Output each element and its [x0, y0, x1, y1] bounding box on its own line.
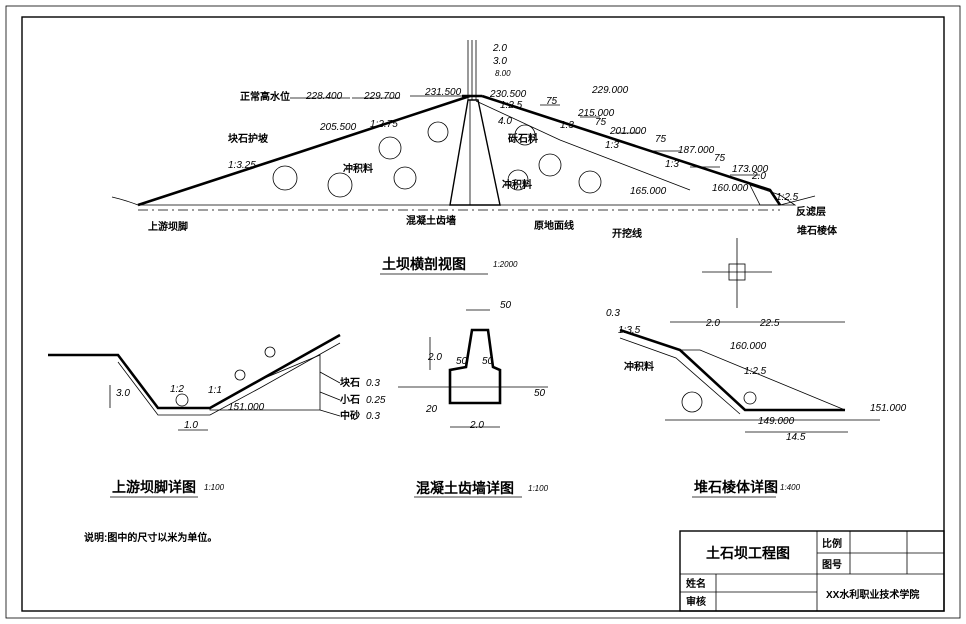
material-2-thickness: 0.25 — [366, 395, 386, 406]
elev-d2: 215.000 — [577, 108, 615, 119]
toe-slope-upper: 1:2 — [170, 384, 184, 395]
elev-toe-base: 160.000 — [712, 183, 749, 194]
label-riprap: 块石护坡 — [228, 132, 269, 145]
crosshair-mark — [702, 238, 772, 308]
slope-downstream-3: 1:3 — [605, 140, 619, 151]
outer-frame — [5, 5, 961, 619]
rock-elev-3: 149.000 — [758, 416, 795, 427]
crest-dim-2: 3.0 — [493, 56, 507, 67]
material-2-name: 小石 — [339, 393, 360, 406]
title-block-name-label: 姓名 — [685, 577, 706, 590]
rock-dim-1: 2.0 — [705, 318, 720, 329]
label-upstream-toe: 上游坝脚 — [148, 220, 188, 233]
title-block-review-label: 审核 — [686, 595, 706, 608]
elev-upstream-top: 229.700 — [363, 91, 401, 102]
core-dim-1: 4.0 — [498, 116, 512, 127]
elev-d3: 201.000 — [609, 126, 647, 137]
label-excavation: 开挖线 — [612, 227, 642, 240]
rock-dim-3: 14.5 — [786, 432, 806, 443]
rock-slope-2: 1:2.5 — [744, 366, 767, 377]
crest-dim-1: 2.0 — [492, 43, 507, 54]
core-dim-height: 2.0 — [427, 352, 442, 363]
toe-dim-2: 1.0 — [184, 420, 198, 431]
slope-downstream-4: 1:3 — [665, 159, 679, 170]
crest-dim-3: 8.00 — [495, 69, 511, 78]
berm-width-3: 75 — [655, 134, 667, 145]
downstream-slope — [481, 94, 782, 206]
ground-line — [111, 195, 816, 206]
berm-width-1: 75 — [546, 96, 558, 107]
toe-dim-1: 3.0 — [116, 388, 130, 399]
elev-core-base: 165.000 — [630, 186, 667, 197]
elev-d1: 229.000 — [591, 85, 629, 96]
core-dim-right50: 50 — [482, 356, 494, 367]
core-wall — [449, 99, 501, 206]
title-block-institution: XX水利职业技术学院 — [826, 588, 919, 601]
rock-elev-2: 151.000 — [870, 403, 907, 414]
title-block-drawing-no-label: 图号 — [822, 559, 842, 571]
elev-d5: 173.000 — [732, 164, 769, 175]
label-ground-line: 原地面线 — [534, 219, 574, 232]
toe-slope: 1:1 — [208, 385, 222, 396]
elev-d4: 187.000 — [678, 145, 715, 156]
label-transition: 砾石料 — [508, 132, 538, 145]
main-cross-section: 正常高水位 228.400 229.700 231.500 230.500 22… — [111, 40, 838, 275]
rock-dim-2: 22.5 — [759, 318, 780, 329]
toe-detail-title: 上游坝脚详图 — [112, 479, 196, 495]
toe-detail-scale: 1:100 — [204, 483, 225, 492]
transition-line — [475, 100, 691, 191]
material-3-thickness: 0.3 — [366, 411, 380, 422]
toe-materials: 块石 0.3 小石 0.25 中砂 0.3 — [319, 371, 386, 422]
label-core-wall: 混凝土齿墙 — [406, 214, 456, 227]
rock-elev-1: 160.000 — [730, 341, 767, 352]
title-block-scale-label: 比例 — [822, 537, 842, 550]
material-1-thickness: 0.3 — [366, 378, 380, 389]
core-dim-left50: 50 — [456, 356, 468, 367]
core-dim-right: 50 — [534, 388, 546, 399]
normal-high-water-label: 正常高水位 — [240, 90, 290, 103]
slope-upstream-upper: 1:2.75 — [370, 119, 398, 130]
rock-fill-label: 冲积料 — [624, 360, 654, 373]
elev-downstream-top: 230.500 — [489, 89, 527, 100]
toe-elevation: 151.000 — [228, 402, 265, 413]
core-detail-title: 混凝土齿墙详图 — [416, 480, 514, 496]
rock-dim-4: 0.3 — [606, 308, 620, 319]
elev-normal-high-water: 228.400 — [305, 91, 343, 102]
label-rock-toe: 堆石棱体 — [797, 224, 838, 237]
detail-core-wall: 50 50 50 2.0 2.0 20 50 混凝土齿墙详图 1:100 — [398, 300, 549, 498]
rock-detail-scale: 1:400 — [780, 483, 801, 492]
core-dim-base: 2.0 — [469, 420, 484, 431]
toe-rock — [749, 184, 797, 206]
inner-frame — [21, 16, 945, 612]
rock-fill-marks — [272, 121, 602, 198]
rock-detail-title: 堆石棱体详图 — [694, 479, 778, 495]
detail-upstream-toe: 3.0 1.0 1:1 1:2 151.000 块石 0.3 小石 0.25 中… — [48, 333, 386, 498]
rock-slope-1: 1:3.5 — [618, 325, 641, 336]
note-text: 说明:图中的尺寸以米为单位。 — [84, 531, 217, 544]
core-dim-2: 2.0 — [751, 171, 766, 182]
label-fill-left: 冲积料 — [343, 162, 373, 175]
detail-rock-toe: 2.0 22.5 14.5 0.3 1:3.5 1:2.5 160.000 15… — [606, 308, 907, 498]
upstream-slope — [137, 94, 471, 207]
core-dim-bottom: 20 — [425, 404, 438, 415]
material-1-name: 块石 — [340, 376, 360, 389]
slope-upstream-lower: 1:3.25 — [228, 160, 256, 171]
title-block-drawing-title: 土石坝工程图 — [706, 545, 790, 561]
label-filter: 反滤层 — [796, 205, 826, 218]
berm-width-4: 75 — [714, 153, 726, 164]
material-3-name: 中砂 — [340, 409, 360, 422]
slope-downstream-5: 1:2.5 — [776, 192, 799, 203]
elev-crest: 231.500 — [424, 87, 462, 98]
berm-width-2: 75 — [595, 117, 607, 128]
slope-downstream-1: 1:2.5 — [500, 100, 523, 111]
core-detail-scale: 1:100 — [528, 484, 549, 493]
slope-downstream-2: 1:3 — [560, 120, 574, 131]
main-section-title: 土坝横剖视图 — [382, 256, 466, 272]
core-dim-top: 50 — [500, 300, 512, 311]
elev-upstream-berm: 205.500 — [319, 122, 357, 133]
title-block: 土石坝工程图 比例 图号 姓名 审核 XX水利职业技术学院 — [679, 530, 945, 612]
main-section-scale: 1:2000 — [493, 260, 518, 269]
label-fill-right: 冲积料 — [502, 178, 532, 191]
